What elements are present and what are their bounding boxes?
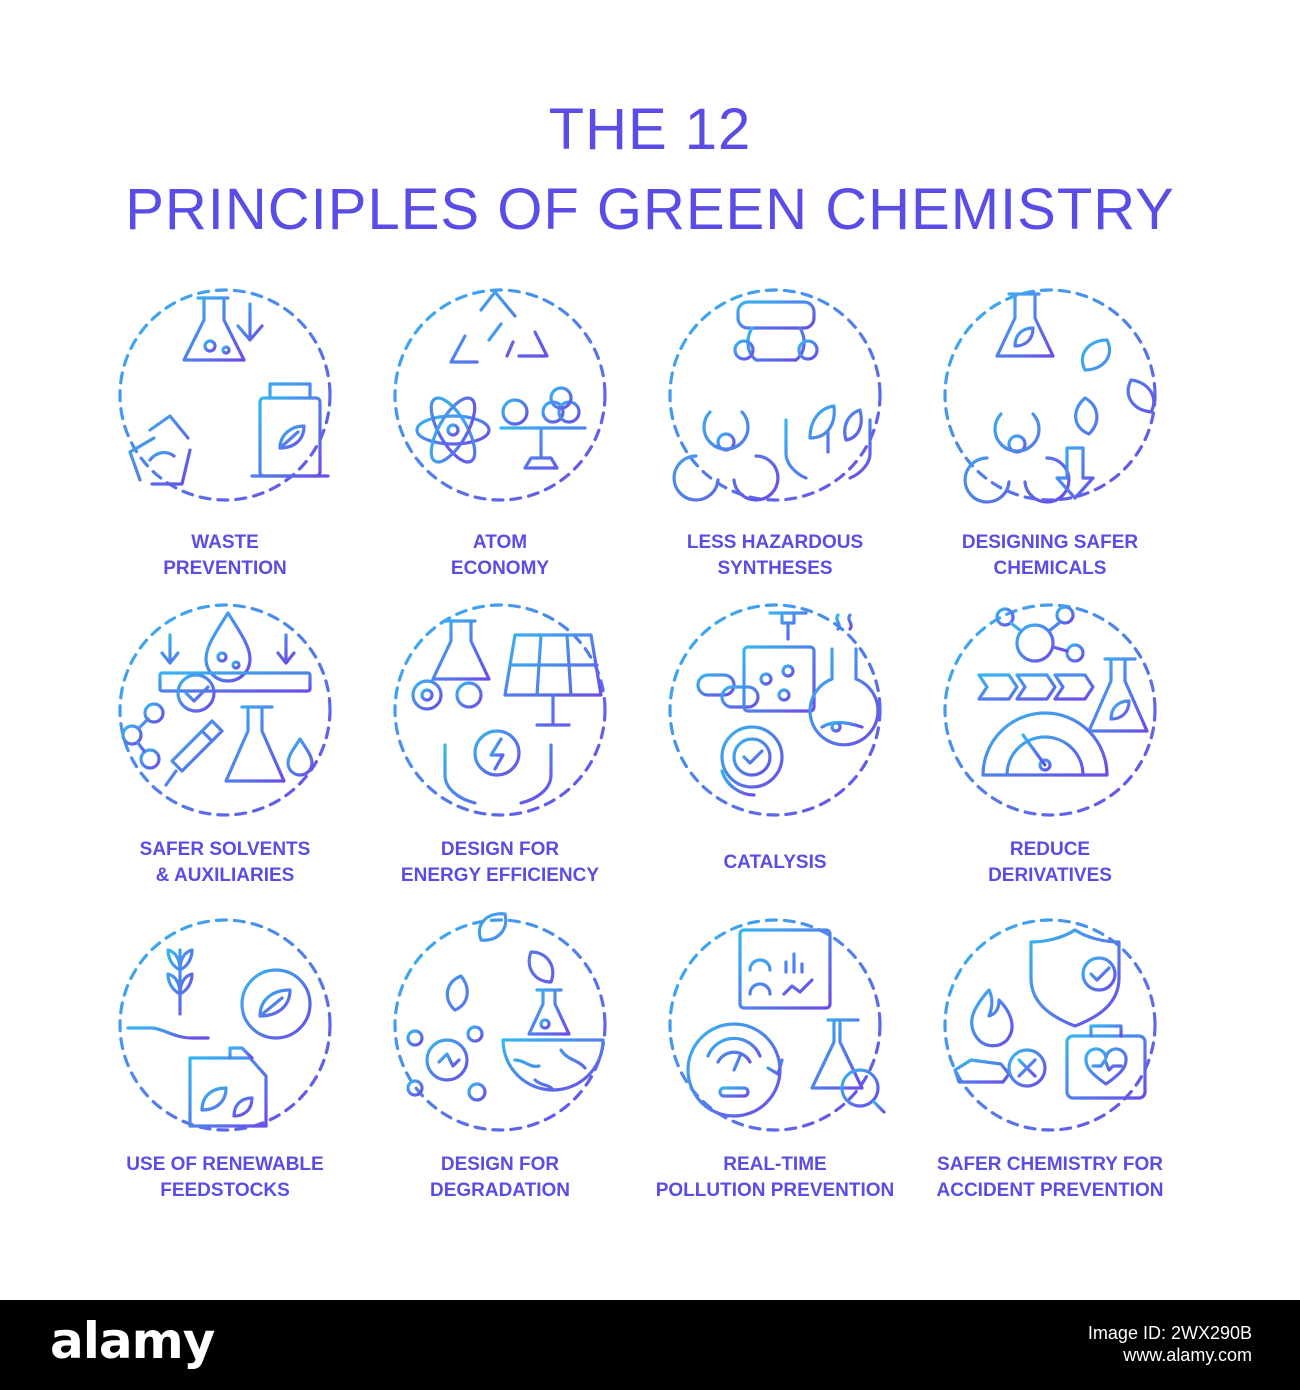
beaker-molecule-icon bbox=[742, 645, 816, 713]
dashed-ring bbox=[668, 603, 882, 817]
first-aid-kit-icon bbox=[1065, 1024, 1147, 1100]
principle-label: CATALYSIS bbox=[723, 852, 827, 873]
leaf-cycle-icon bbox=[240, 968, 312, 1040]
site-url[interactable]: www.alamy.com bbox=[1123, 1345, 1252, 1365]
dashed-ring bbox=[668, 288, 882, 502]
flask-gear-icon bbox=[411, 619, 491, 711]
principle-label: LESS HAZARDOUS SYNTHESES bbox=[686, 532, 864, 579]
leaf-cycle-icon bbox=[445, 912, 555, 1012]
principle-real-time-pollution-prevention: REAL-TIME POLLUTION PREVENTION bbox=[650, 910, 900, 1210]
molecule-icon bbox=[121, 702, 165, 770]
pills-icon bbox=[696, 673, 760, 709]
hands-energy-icon bbox=[443, 729, 553, 805]
chevrons-icon bbox=[977, 673, 1095, 701]
dropper-icon bbox=[768, 611, 808, 641]
dashed-ring bbox=[943, 603, 1157, 817]
principle-waste-prevention: WASTE PREVENTION bbox=[100, 280, 350, 580]
earth-icon bbox=[501, 1038, 605, 1092]
down-arrow-icon bbox=[236, 302, 264, 342]
principle-designing-safer-chemicals: DESIGNING SAFER CHEMICALS bbox=[925, 280, 1175, 580]
leaf-cycle-icon bbox=[1074, 338, 1156, 436]
biohazard-icon bbox=[672, 410, 780, 502]
dashboard-window-icon bbox=[738, 928, 832, 1010]
fuel-can-leaf-icon bbox=[188, 1046, 268, 1128]
down-arrow-icon bbox=[1055, 446, 1095, 500]
principle-accident-prevention: SAFER CHEMISTRY FOR ACCIDENT PREVENTION bbox=[925, 910, 1175, 1210]
principle-reduce-derivatives: REDUCE DERIVATIVES bbox=[925, 595, 1175, 895]
image-id-text: Image ID: 2WX290B bbox=[1087, 1323, 1252, 1343]
dashed-ring bbox=[393, 288, 607, 502]
principle-label: DESIGN FOR ENERGY EFFICIENCY bbox=[400, 839, 600, 886]
dashed-ring bbox=[943, 288, 1157, 502]
gauge-biohazard-icon bbox=[981, 711, 1109, 777]
principle-label: REDUCE DERIVATIVES bbox=[988, 839, 1112, 886]
fire-icon bbox=[953, 988, 1047, 1088]
drop-icon bbox=[204, 611, 252, 683]
brand-logo: alamy bbox=[50, 1312, 215, 1370]
balance-scale-icon bbox=[499, 386, 587, 470]
atom-icon bbox=[415, 396, 491, 464]
molecule-icon bbox=[406, 1025, 487, 1102]
dashed-ring bbox=[118, 603, 332, 817]
flask-magnifier-icon bbox=[810, 1018, 886, 1114]
title-line-1: THE 12 bbox=[548, 97, 752, 162]
solar-panel-icon bbox=[503, 633, 603, 727]
principle-label: REAL-TIME POLLUTION PREVENTION bbox=[655, 1154, 895, 1201]
filter-check-icon bbox=[158, 633, 312, 713]
principle-atom-economy: ATOM ECONOMY bbox=[375, 280, 625, 580]
principle-label: ATOM ECONOMY bbox=[450, 532, 550, 579]
principle-label: DESIGNING SAFER CHEMICALS bbox=[961, 532, 1139, 579]
flask-icon bbox=[527, 988, 571, 1036]
principle-label: USE OF RENEWABLE FEEDSTOCKS bbox=[126, 1154, 324, 1201]
flask-leaf-icon bbox=[995, 292, 1055, 358]
dashed-ring bbox=[943, 918, 1157, 1132]
flask-drop-icon bbox=[224, 705, 314, 783]
image-id: Image ID: 2WX290B www.alamy.com bbox=[1088, 1322, 1252, 1366]
dashed-ring bbox=[393, 918, 607, 1132]
principle-safer-solvents: SAFER SOLVENTS & AUXILIARIES bbox=[100, 595, 350, 895]
gas-mask-icon bbox=[733, 300, 819, 362]
gauge-icon bbox=[686, 1022, 784, 1118]
principle-label: SAFER CHEMISTRY FOR ACCIDENT PREVENTION bbox=[936, 1154, 1164, 1201]
dashed-ring bbox=[118, 918, 332, 1132]
footer-bar: alamy Image ID: 2WX290B www.alamy.com bbox=[0, 1300, 1300, 1390]
dashed-ring bbox=[118, 288, 332, 502]
principle-label: SAFER SOLVENTS & AUXILIARIES bbox=[139, 839, 311, 886]
dropper-icon bbox=[164, 719, 224, 787]
principle-less-hazardous-syntheses: LESS HAZARDOUS SYNTHESES bbox=[650, 280, 900, 580]
page-title: THE 12 PRINCIPLES OF GREEN CHEMISTRY bbox=[0, 90, 1300, 250]
principle-label: WASTE PREVENTION bbox=[163, 532, 287, 579]
principle-label: DESIGN FOR DEGRADATION bbox=[429, 1154, 571, 1201]
molecule-icon bbox=[995, 605, 1085, 663]
principle-catalysis: CATALYSIS bbox=[650, 595, 900, 895]
flask-icon bbox=[182, 296, 246, 362]
principle-design-for-degradation: DESIGN FOR DEGRADATION bbox=[375, 910, 625, 1210]
flask-leaf-icon bbox=[1087, 657, 1149, 733]
trash-bin-icon bbox=[250, 382, 330, 478]
principles-grid: WASTE PREVENTION ATOM ECONOMY LESS HAZAR… bbox=[100, 280, 1175, 1210]
gear-check-icon bbox=[720, 725, 784, 797]
recycle-icon bbox=[449, 290, 549, 364]
principle-energy-efficiency: DESIGN FOR ENERGY EFFICIENCY bbox=[375, 595, 625, 895]
dashed-ring bbox=[393, 603, 607, 817]
shield-check-icon bbox=[1029, 928, 1121, 1028]
hands-leaf-icon bbox=[784, 404, 872, 480]
title-line-2: PRINCIPLES OF GREEN CHEMISTRY bbox=[125, 177, 1175, 242]
round-flask-icon bbox=[808, 613, 880, 747]
recycle-icon bbox=[128, 414, 192, 486]
dashed-ring bbox=[668, 918, 882, 1132]
hand-wheat-icon bbox=[126, 948, 210, 1040]
biohazard-icon bbox=[963, 412, 1071, 504]
principle-renewable-feedstocks: USE OF RENEWABLE FEEDSTOCKS bbox=[100, 910, 350, 1210]
